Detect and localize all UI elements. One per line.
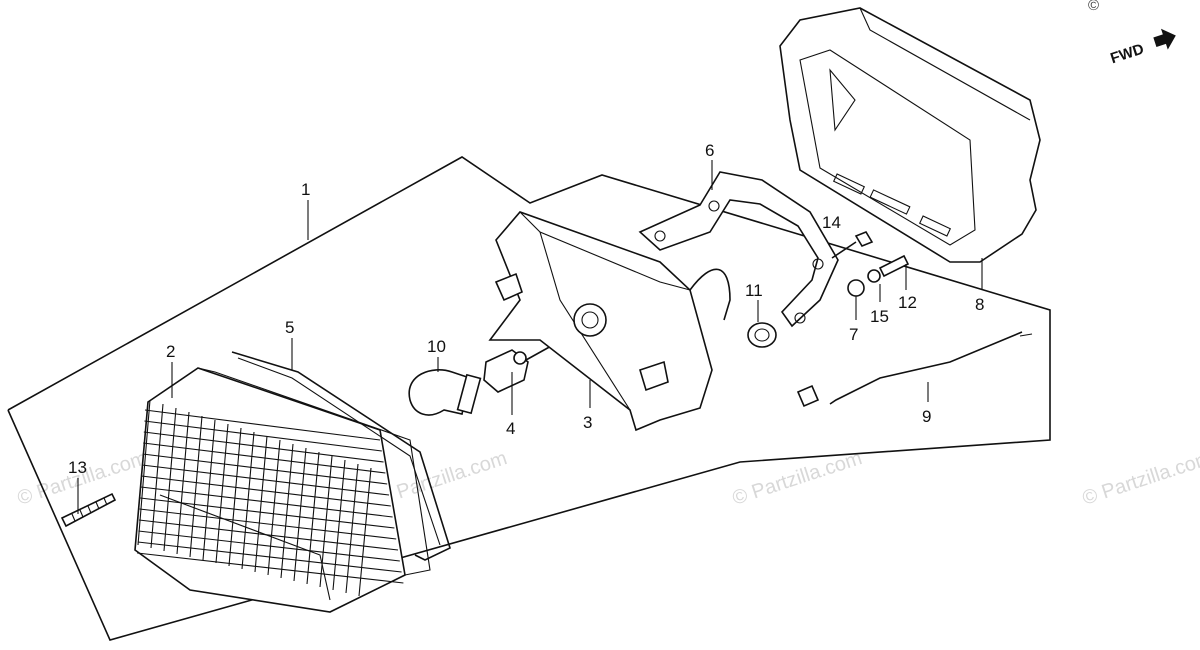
lens-grid-line <box>139 508 397 540</box>
lens-grid-line <box>137 399 151 546</box>
lens-grid-line <box>140 486 393 518</box>
callout-7: 7 <box>849 325 858 344</box>
lens-grid-line <box>176 411 190 555</box>
part-collar <box>847 279 865 297</box>
lens-grid-line <box>137 552 404 584</box>
part-wire-harness <box>796 331 1033 408</box>
part-screw <box>60 492 117 528</box>
lens-grid-line <box>141 475 391 507</box>
part-bulb <box>408 369 482 416</box>
lens-grid-line <box>138 530 400 562</box>
callout-8: 8 <box>975 295 984 314</box>
callout-15: 15 <box>870 307 889 326</box>
watermark-text-1: © Partzilla.com <box>15 447 150 510</box>
part-housing-cover <box>779 7 1041 263</box>
callout-14: 14 <box>822 213 841 232</box>
lens-grid-line <box>254 435 268 573</box>
lens-grid-line <box>144 409 381 441</box>
watermark-text-3: © Partzilla.com <box>730 447 865 510</box>
callout-6: 6 <box>705 141 714 160</box>
lens-grid-line <box>358 467 372 597</box>
lens-grid-line <box>150 403 164 549</box>
part-bracket <box>638 171 839 328</box>
lens-grid-line <box>144 420 382 452</box>
part-lens <box>134 367 431 613</box>
part-bolt <box>878 254 910 278</box>
part-grommet <box>747 322 777 348</box>
lens-grid-line <box>202 419 216 561</box>
callout-1: 1 <box>301 180 310 199</box>
part-fasteners <box>831 231 910 297</box>
fwd-arrow-icon <box>1153 28 1176 50</box>
callout-13: 13 <box>68 458 87 477</box>
callout-4: 4 <box>506 419 515 438</box>
corner-copyright-mark: © <box>1088 0 1099 14</box>
leader-lines <box>77 160 983 514</box>
lens-grid-line <box>142 453 388 485</box>
part-nut <box>854 231 874 247</box>
lens-grid-line <box>143 431 384 463</box>
lens-grid-line <box>280 443 294 579</box>
part-washer <box>867 269 881 283</box>
callout-12: 12 <box>898 293 917 312</box>
lens-grid-line <box>141 464 390 496</box>
lens-grid-line <box>138 519 399 551</box>
callout-labels: 1 2 3 4 5 6 7 8 9 10 11 12 13 14 15 <box>68 141 984 477</box>
lens-grid-line <box>241 431 255 570</box>
lens-grid-line <box>228 427 242 567</box>
watermark-text-2: © Partzilla.com <box>375 447 510 510</box>
watermark-text-4: © Partzilla.com <box>1080 447 1200 510</box>
lens-grid-line <box>293 447 307 582</box>
part-gasket <box>231 351 451 561</box>
fwd-label: FWD <box>1108 40 1146 67</box>
fwd-direction-marker: FWD <box>1108 28 1176 67</box>
callout-5: 5 <box>285 318 294 337</box>
callout-10: 10 <box>427 337 446 356</box>
lens-grid-pattern <box>137 399 404 597</box>
part-base-housing <box>488 211 731 432</box>
lens-grid-line <box>332 459 346 591</box>
callout-3: 3 <box>583 413 592 432</box>
callout-2: 2 <box>166 342 175 361</box>
lens-grid-line <box>137 541 402 573</box>
lens-grid-line <box>267 439 281 576</box>
callout-11: 11 <box>745 281 763 300</box>
part-socket <box>483 329 581 393</box>
callout-9: 9 <box>922 407 931 426</box>
lens-grid-line <box>143 442 386 474</box>
lens-grid-line <box>345 463 359 594</box>
